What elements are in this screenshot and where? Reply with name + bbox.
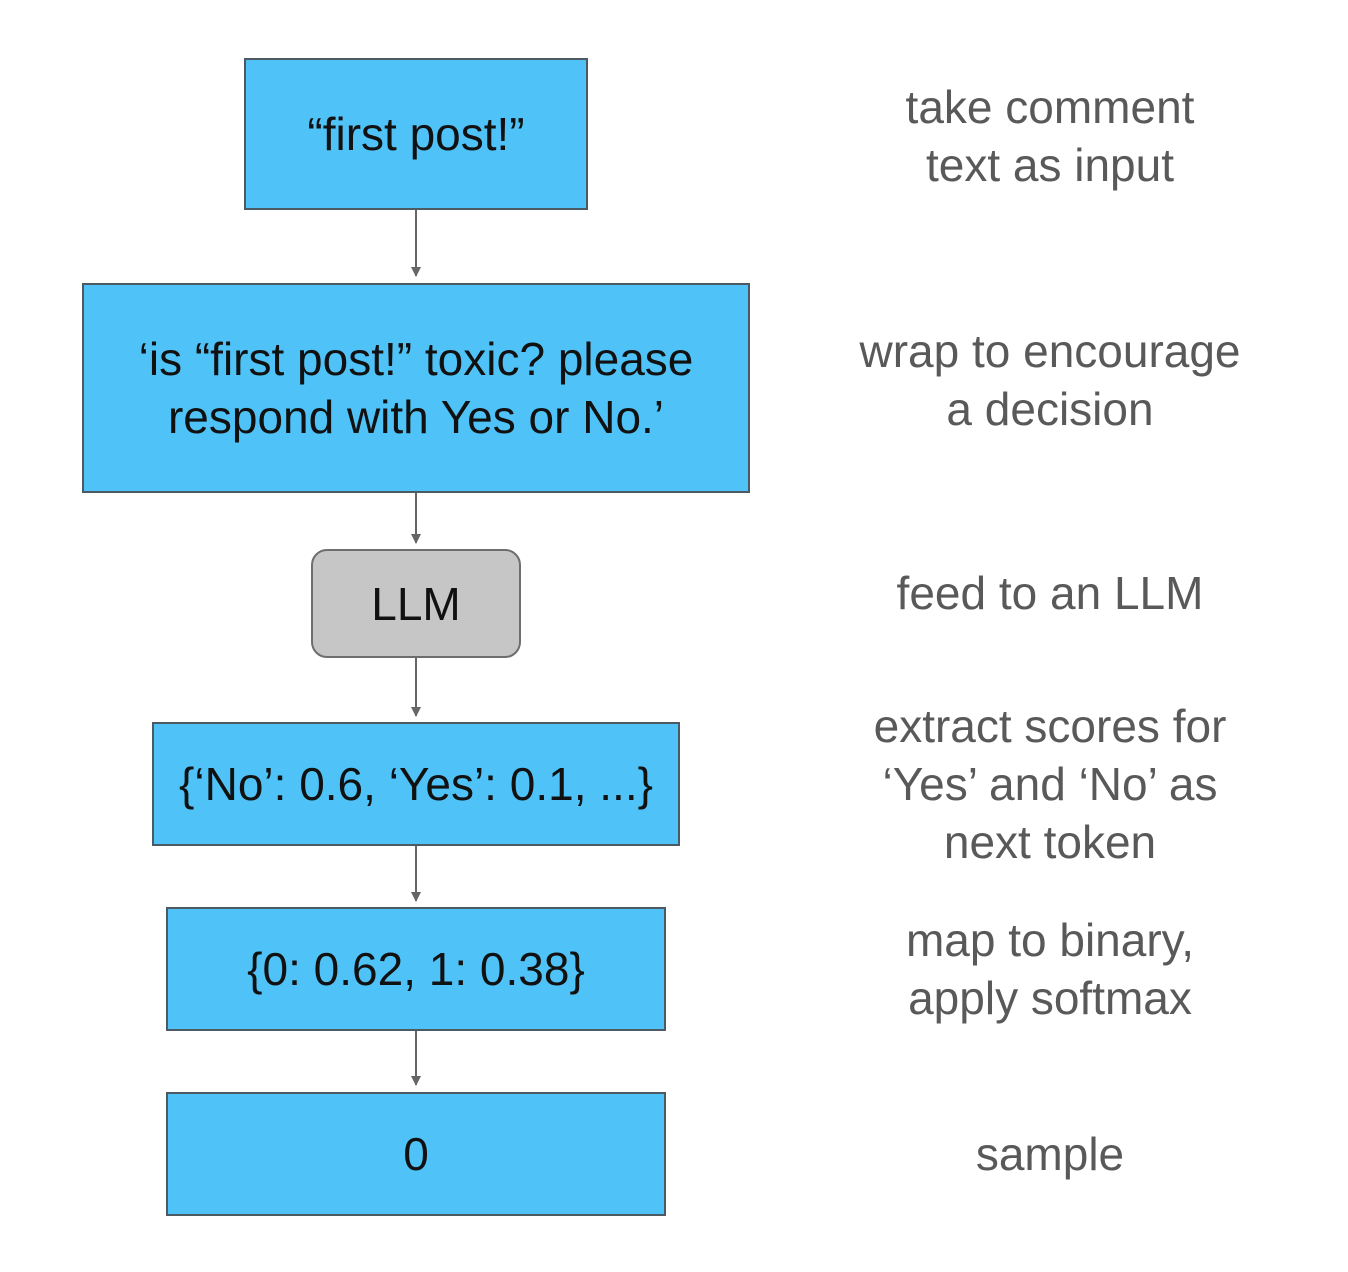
llm-box: LLM bbox=[311, 549, 521, 658]
sample-step-note: sample bbox=[790, 1125, 1310, 1183]
extract-note-line-3: next token bbox=[943, 816, 1157, 868]
llm-label: LLM bbox=[371, 577, 461, 630]
sample-output-text: 0 bbox=[403, 1128, 429, 1180]
sample-note-line-1: sample bbox=[975, 1128, 1125, 1180]
input-text-line-1: “first post!” bbox=[307, 108, 525, 160]
input-step-note: take comment text as input bbox=[790, 78, 1310, 194]
llm-note-line-1: feed to an LLM bbox=[896, 567, 1204, 619]
binary-probs-box: {0: 0.62, 1: 0.38} bbox=[166, 907, 666, 1031]
prompt-line-2: respond with Yes or No.’ bbox=[167, 391, 665, 443]
extract-note-line-2: ‘Yes’ and ‘No’ as bbox=[882, 758, 1218, 810]
wrap-note-line-1: wrap to encourage bbox=[859, 325, 1241, 377]
wrap-step-note: wrap to encourage a decision bbox=[790, 322, 1310, 438]
sample-output-box: 0 bbox=[166, 1092, 666, 1216]
softmax-step-note: map to binary, apply softmax bbox=[790, 911, 1310, 1027]
input-note-line-2: text as input bbox=[925, 139, 1175, 191]
token-scores-text: {‘No’: 0.6, ‘Yes’: 0.1, ...} bbox=[179, 758, 653, 810]
token-scores-box: {‘No’: 0.6, ‘Yes’: 0.1, ...} bbox=[152, 722, 680, 846]
llm-step-note: feed to an LLM bbox=[790, 564, 1310, 622]
input-text-box: “first post!” bbox=[244, 58, 588, 210]
input-note-line-1: take comment bbox=[905, 81, 1195, 133]
extract-note-line-1: extract scores for bbox=[873, 700, 1227, 752]
binary-probs-text: {0: 0.62, 1: 0.38} bbox=[247, 943, 585, 995]
prompt-line-1: ‘is “first post!” toxic? please bbox=[138, 333, 694, 385]
prompt-wrap-box: ‘is “first post!” toxic? please respond … bbox=[82, 283, 750, 493]
wrap-note-line-2: a decision bbox=[946, 383, 1154, 435]
softmax-note-line-2: apply softmax bbox=[908, 972, 1192, 1024]
softmax-note-line-1: map to binary, bbox=[905, 914, 1195, 966]
extract-step-note: extract scores for ‘Yes’ and ‘No’ as nex… bbox=[790, 697, 1310, 871]
